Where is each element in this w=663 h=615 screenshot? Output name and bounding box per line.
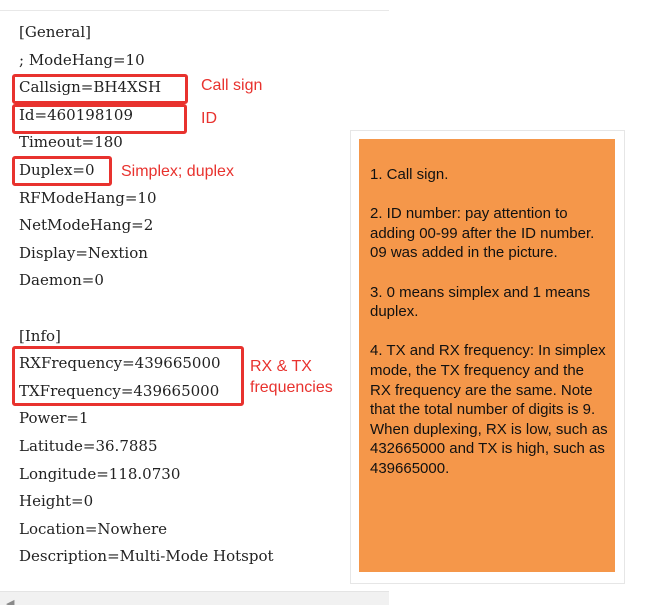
code-line: RFModeHang=10 — [19, 188, 157, 207]
code-line: Power=1 — [19, 409, 89, 428]
code-line: NetModeHang=2 — [19, 216, 154, 235]
code-line: Longitude=118.0730 — [19, 464, 181, 483]
code-line: Daemon=0 — [19, 271, 104, 290]
code-line: Description=Multi-Mode Hotspot — [19, 547, 274, 566]
note-callsign: 1. Call sign. — [370, 166, 449, 183]
code-line: Display=Nextion — [19, 243, 148, 262]
editor-lines: [General] ; ModeHang=10 Callsign=BH4XSH … — [19, 19, 274, 571]
note-id-number: 2. ID number: pay attention to adding 00… — [370, 205, 595, 262]
callsign-highlight-box — [12, 74, 188, 104]
duplex-annotation: Simplex; duplex — [121, 163, 234, 180]
code-line-blank — [19, 295, 274, 323]
code-line-callsign: Callsign=BH4XSH — [19, 78, 162, 97]
code-line: Latitude=36.7885 — [19, 436, 158, 455]
code-line-duplex: Duplex=0 — [19, 160, 95, 179]
callsign-annotation: Call sign — [201, 77, 263, 94]
code-line-tx-frequency: TXFrequency=439665000 — [19, 381, 220, 400]
frequency-annotation-line2: frequencies — [250, 379, 333, 396]
frequency-highlight-box — [12, 346, 244, 406]
explanation-note: 1. Call sign. 2. ID number: pay attentio… — [359, 139, 615, 572]
frequency-annotation-line1: RX & TX — [250, 358, 312, 375]
scroll-left-icon[interactable]: ◀ — [6, 597, 15, 605]
code-line: [General] — [19, 23, 92, 41]
duplex-highlight-box — [12, 156, 112, 186]
code-line: Timeout=180 — [19, 133, 123, 152]
code-line: ; ModeHang=10 — [19, 50, 145, 69]
config-editor[interactable]: [General] ; ModeHang=10 Callsign=BH4XSH … — [0, 10, 389, 605]
id-annotation: ID — [201, 110, 217, 127]
horizontal-scrollbar[interactable]: ◀ — [0, 591, 389, 605]
note-duplex: 3. 0 means simplex and 1 means duplex. — [370, 283, 591, 321]
note-frequency: 4. TX and RX frequency: In simplex mode,… — [370, 342, 608, 477]
code-line-rx-frequency: RXFrequency=439665000 — [19, 354, 221, 373]
id-highlight-box — [12, 104, 187, 134]
code-line: [Info] — [19, 326, 61, 345]
code-line: Location=Nowhere — [19, 519, 168, 538]
code-line-id: Id=460198109 — [19, 105, 133, 124]
explanation-frame: 1. Call sign. 2. ID number: pay attentio… — [350, 130, 625, 584]
code-line: Height=0 — [19, 492, 94, 511]
